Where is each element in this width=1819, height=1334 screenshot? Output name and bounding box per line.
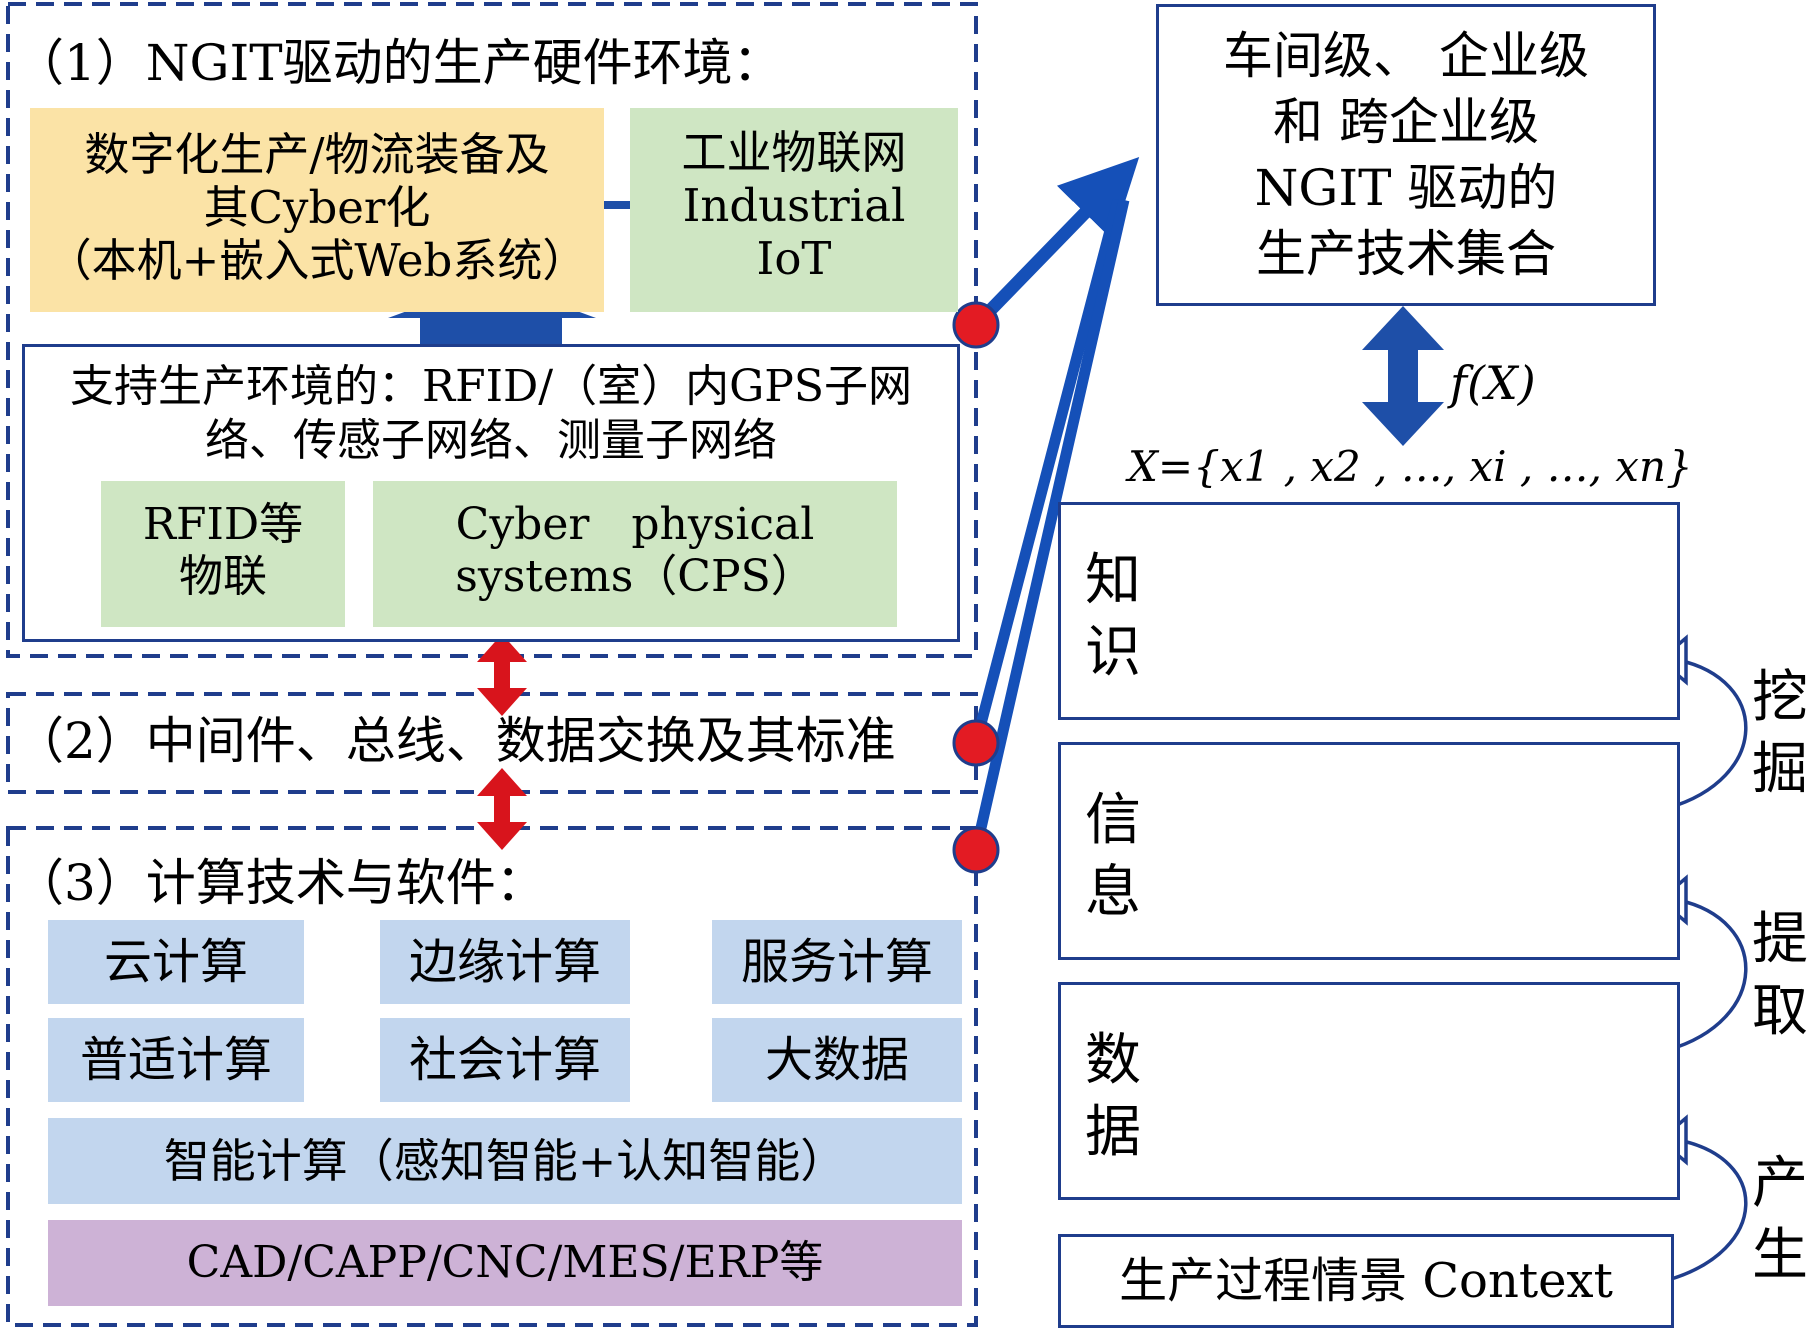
side-label-generation: 产生	[1752, 1151, 1808, 1288]
social-computing-box: 社会计算	[380, 1018, 630, 1102]
support-line-2: 络、传感子网络、测量子网络	[205, 415, 777, 466]
rfid-box: RFID等 物联	[101, 481, 345, 627]
side-label-extraction: 提取	[1752, 907, 1808, 1044]
section3-title: （3）计算技术与软件：	[14, 854, 546, 912]
rfid-line-1: RFID等	[142, 499, 304, 550]
section2-title: （2）中间件、总线、数据交换及其标准	[14, 712, 896, 770]
iot-line-2: Industrial	[682, 179, 906, 233]
context-box: 生产过程情景 Context	[1058, 1234, 1674, 1328]
cloud-computing-box: 云计算	[48, 920, 304, 1004]
knowledge-label: 知识	[1085, 548, 1141, 685]
cps-line-1: Cyber physical	[455, 499, 815, 550]
data-layer-box: 数据	[1058, 982, 1680, 1200]
red-double-arrow-1	[477, 634, 527, 716]
service-computing-box: 服务计算	[712, 920, 962, 1004]
up-arrow	[388, 280, 596, 344]
red-node-2	[952, 719, 1000, 767]
curved-arrows	[1667, 658, 1748, 1282]
blue-arrow-2	[970, 198, 1124, 745]
red-double-arrow-2	[477, 768, 527, 850]
blue-arrow-3	[970, 198, 1130, 852]
section1-title: （1）NGIT驱动的生产硬件环境：	[14, 34, 783, 92]
software-box: CAD/CAPP/CNC/MES/ERP等	[48, 1220, 962, 1306]
tech-line-4: 生产技术集合	[1256, 225, 1556, 283]
tech-line-1: 车间级、 企业级	[1223, 27, 1589, 85]
set-expression: X={x1 , x2 , …, xi , …, xn}	[1128, 442, 1693, 491]
data-label: 数据	[1085, 1028, 1141, 1165]
tech-line-2: 和 跨企业级	[1273, 93, 1539, 151]
side-label-mining: 挖掘	[1752, 665, 1808, 802]
support-box: 支持生产环境的：RFID/（室）内GPS子网 络、传感子网络、测量子网络 RFI…	[22, 344, 960, 642]
pervasive-computing-box: 普适计算	[48, 1018, 304, 1102]
red-node-1	[952, 301, 1000, 349]
equipment-line-3: （本机+嵌入式Web系统）	[46, 234, 588, 288]
equipment-line-1: 数字化生产/物流装备及	[84, 128, 550, 181]
red-node-3	[952, 826, 1000, 874]
tech-collection-box: 车间级、 企业级 和 跨企业级 NGIT 驱动的 生产技术集合	[1156, 4, 1656, 306]
equipment-box: 数字化生产/物流装备及 其Cyber化 （本机+嵌入式Web系统）	[30, 108, 604, 312]
function-label: f(X)	[1450, 356, 1536, 410]
iot-box: 工业物联网 Industrial IoT	[630, 108, 958, 312]
information-layer-box: 信息	[1058, 742, 1680, 960]
intelligent-computing-box: 智能计算（感知智能+认知智能）	[48, 1118, 962, 1204]
equipment-line-2: 其Cyber化	[203, 181, 431, 235]
blue-arrow-1	[971, 157, 1140, 330]
iot-line-3: IoT	[756, 232, 832, 286]
tech-line-3: NGIT 驱动的	[1254, 159, 1558, 217]
vertical-double-arrow	[1362, 306, 1444, 446]
information-label: 信息	[1085, 788, 1141, 925]
knowledge-layer-box: 知识	[1058, 502, 1680, 720]
edge-computing-box: 边缘计算	[380, 920, 630, 1004]
support-line-1: 支持生产环境的：RFID/（室）内GPS子网	[69, 361, 913, 412]
rfid-line-2: 物联	[179, 550, 267, 602]
cps-box: Cyber physical systems（CPS）	[373, 481, 897, 627]
cps-line-2: systems（CPS）	[455, 550, 815, 602]
iot-line-1: 工业物联网	[681, 126, 907, 179]
big-data-box: 大数据	[712, 1018, 962, 1102]
